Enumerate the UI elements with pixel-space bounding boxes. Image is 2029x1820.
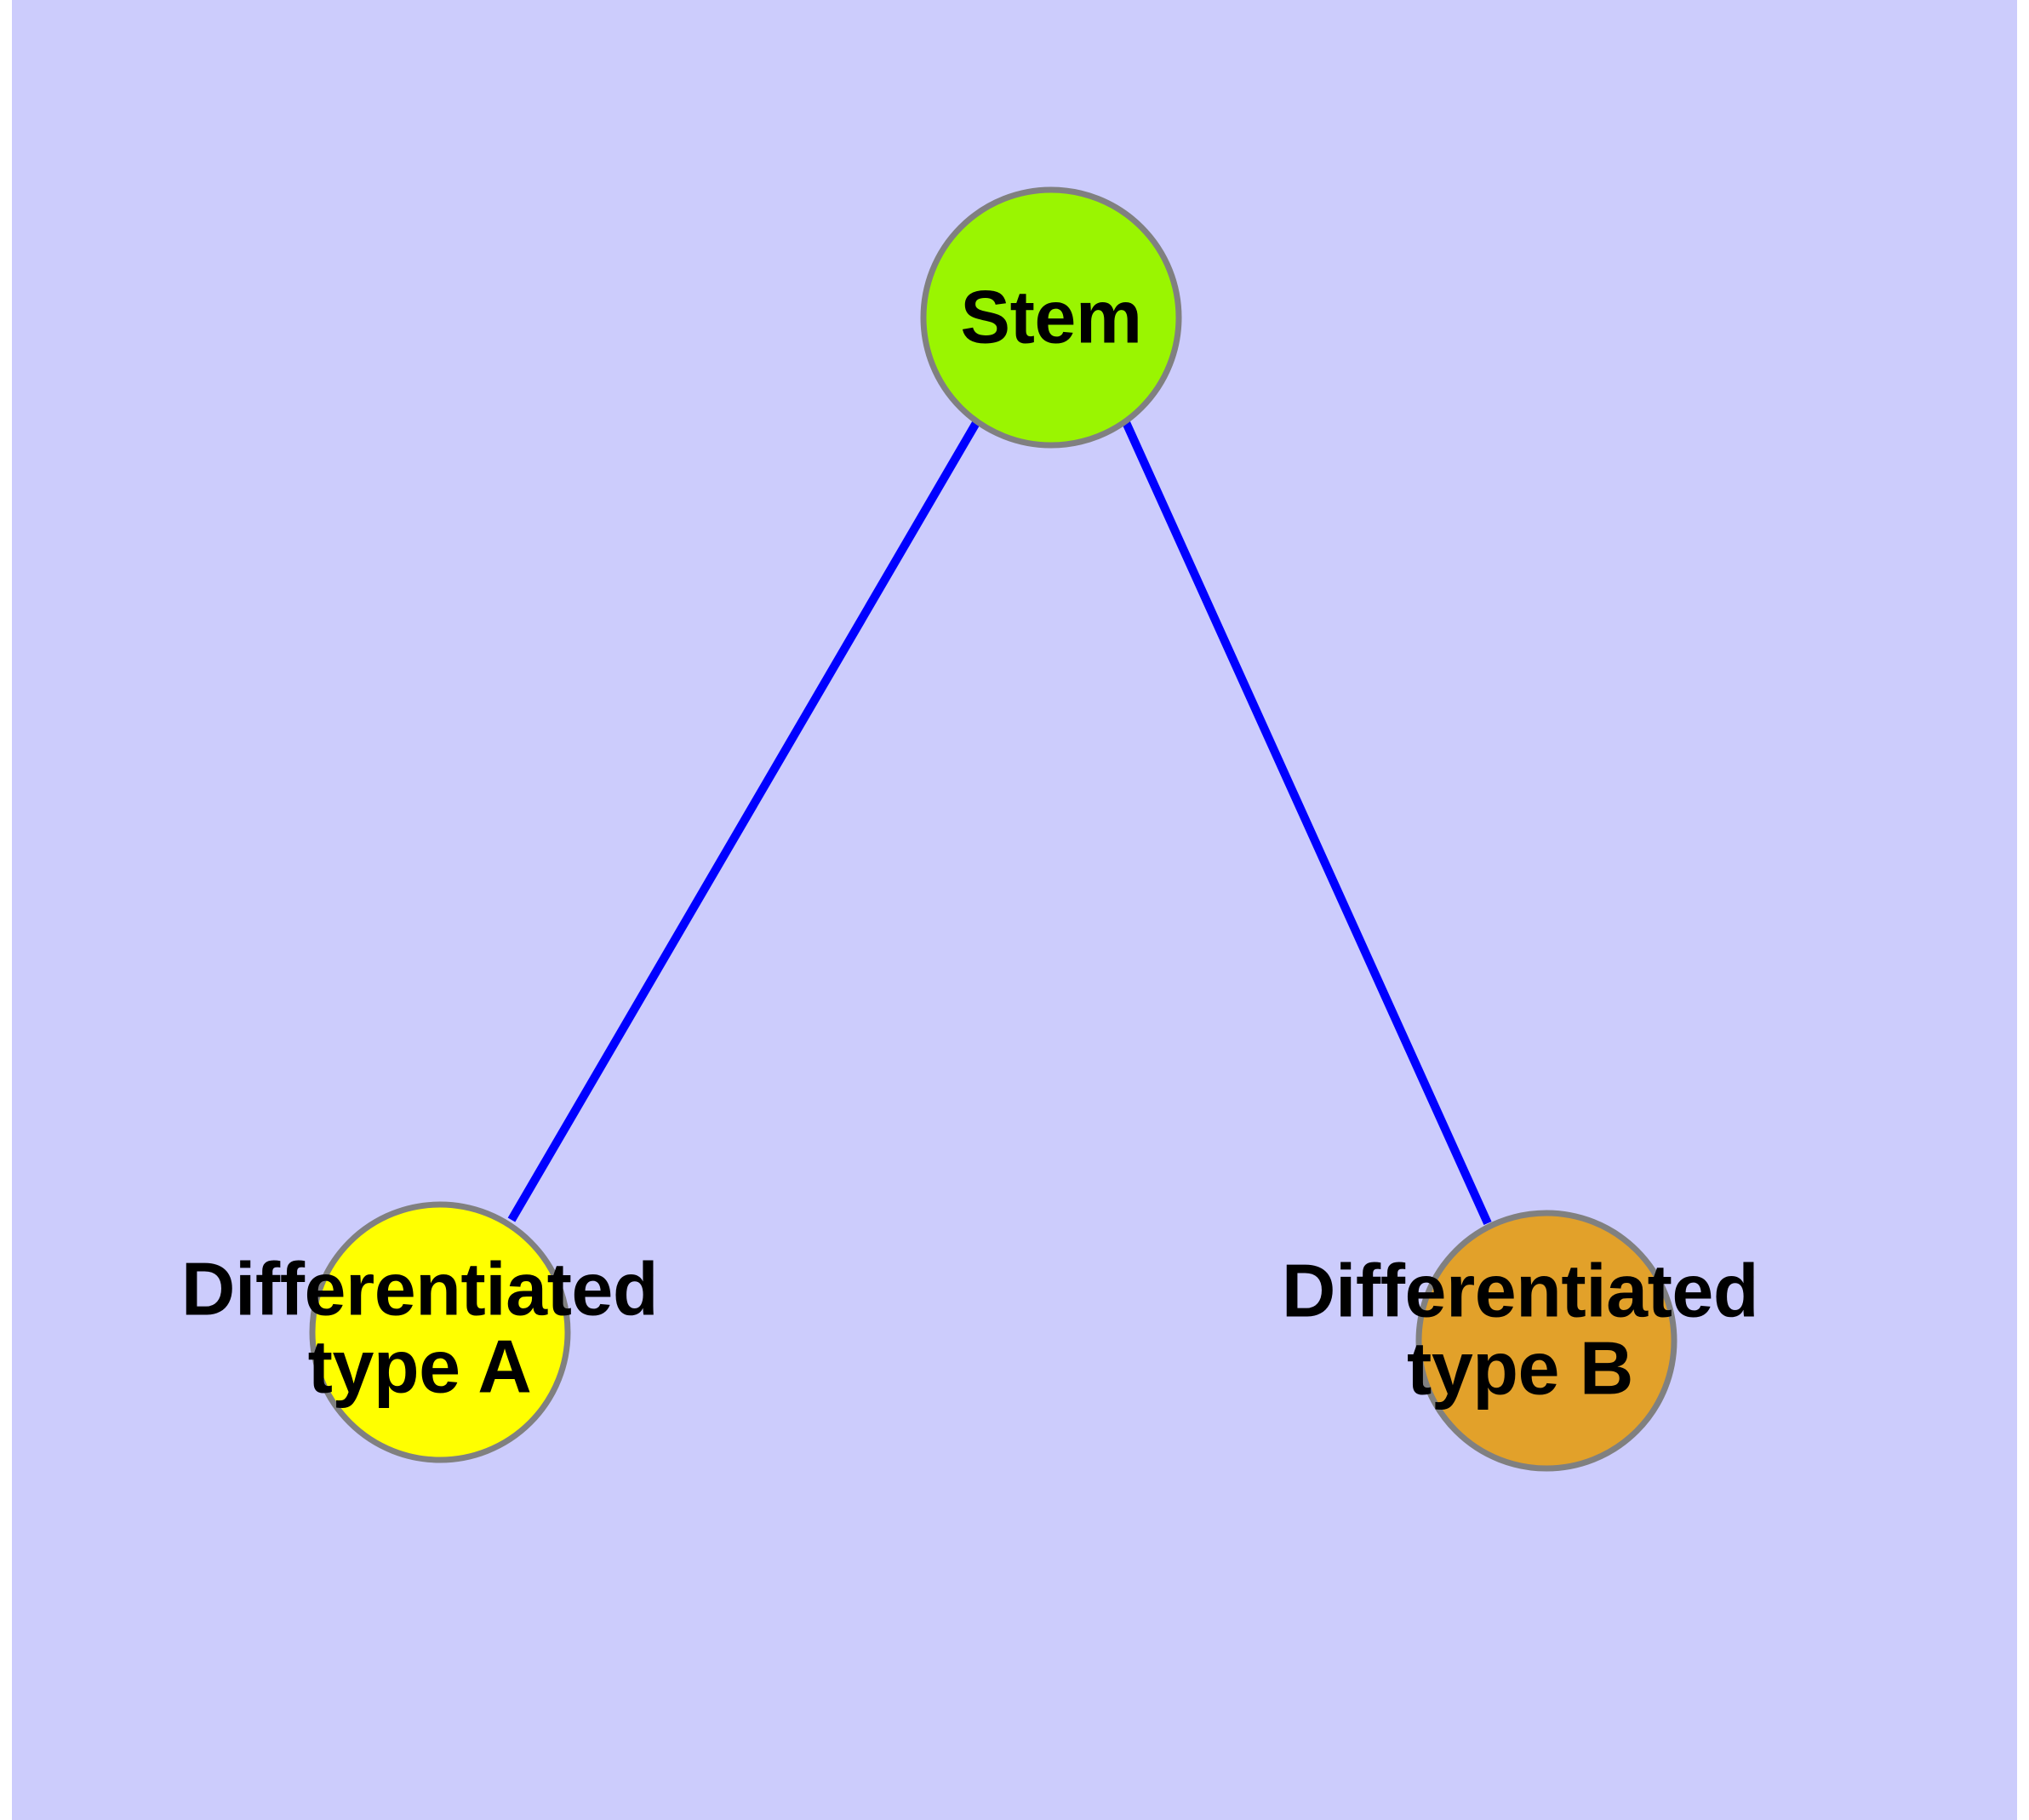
node-differentiated-type-a[interactable] xyxy=(309,1201,571,1463)
node-layer xyxy=(309,186,1677,1472)
edge-layer xyxy=(507,418,1492,1226)
edge-stem-to-differentiated-type-b[interactable] xyxy=(1121,418,1492,1226)
node-stem[interactable] xyxy=(920,186,1182,449)
node-differentiated-type-b[interactable] xyxy=(1415,1210,1677,1472)
edge-stem-to-differentiated-type-a[interactable] xyxy=(507,419,981,1222)
